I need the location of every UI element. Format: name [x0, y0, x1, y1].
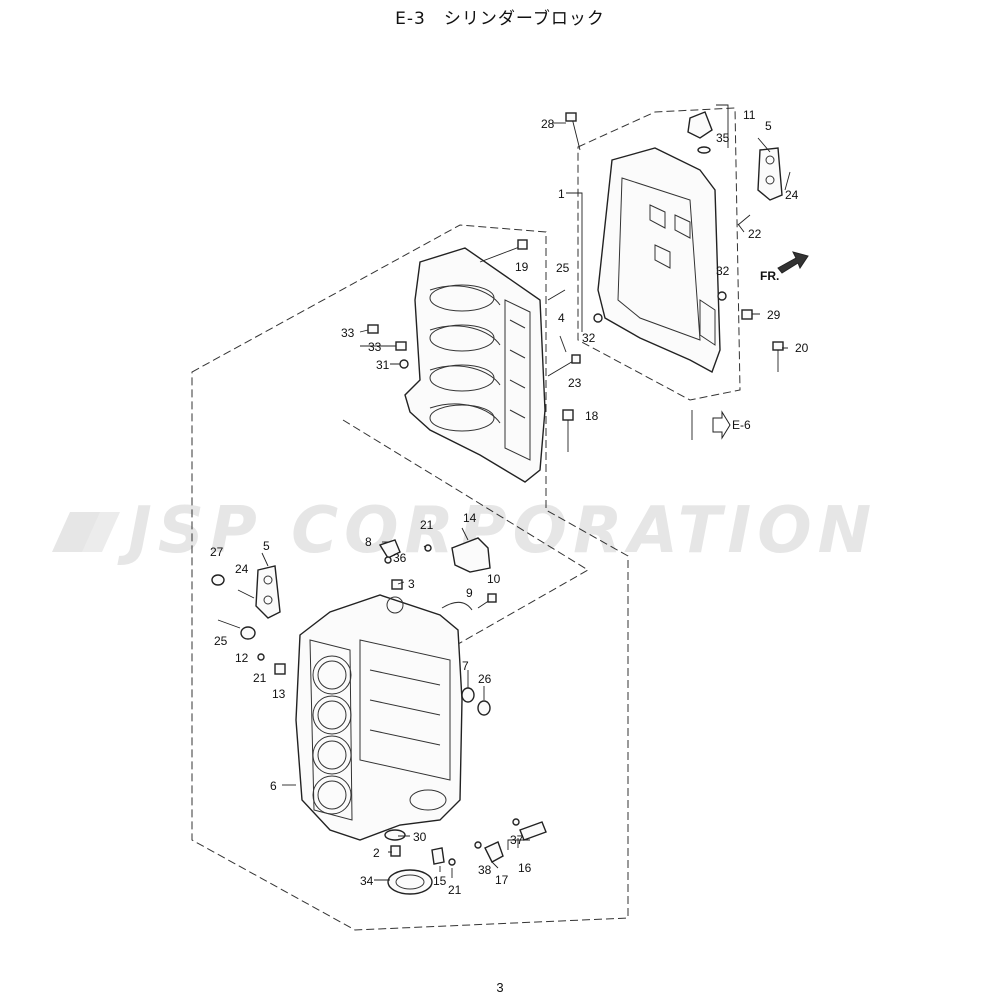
callout-25-upper: 25	[556, 261, 570, 275]
callout-3: 3	[408, 577, 415, 591]
callout-24-lower: 24	[235, 562, 249, 576]
front-direction-indicator: FR.	[760, 251, 809, 283]
callout-12: 12	[235, 651, 249, 665]
callout-33-upper: 33	[341, 326, 355, 340]
callout-14: 14	[463, 511, 477, 525]
page-title: E-3 シリンダーブロック	[395, 9, 605, 29]
small-parts	[211, 111, 791, 895]
callout-labels: 1 2 3 4 5 5 6 7 8 9 10 11 12 13 14 15 16…	[210, 108, 809, 897]
front-direction-label: FR.	[760, 269, 779, 283]
callout-27: 27	[210, 545, 224, 559]
callout-7: 7	[462, 659, 469, 673]
callout-5-upper: 5	[765, 119, 772, 133]
callout-32-right: 32	[716, 264, 730, 278]
crankcase-upper	[404, 247, 546, 483]
callout-1: 1	[558, 187, 565, 201]
watermark: JSP CORPORATION	[52, 494, 877, 568]
callout-26: 26	[478, 672, 492, 686]
callout-16: 16	[518, 861, 532, 875]
callout-35: 35	[716, 131, 730, 145]
page-number: 3	[496, 980, 504, 995]
callout-20: 20	[795, 341, 809, 355]
callout-13: 13	[272, 687, 286, 701]
callout-15: 15	[433, 874, 447, 888]
watermark-text: JSP CORPORATION	[117, 494, 877, 568]
callout-9: 9	[466, 586, 473, 600]
callout-36: 36	[393, 551, 407, 565]
callout-33-lower: 33	[368, 340, 382, 354]
callout-8: 8	[365, 535, 372, 549]
callout-10: 10	[487, 572, 501, 586]
callout-4: 4	[558, 311, 565, 325]
leader-lines	[261, 104, 788, 881]
callout-21-bottom: 21	[448, 883, 462, 897]
callout-11: 11	[743, 108, 756, 122]
callout-18: 18	[585, 409, 599, 423]
callout-17: 17	[495, 873, 509, 887]
callout-19: 19	[515, 260, 529, 274]
reference-label: E-6	[732, 418, 751, 432]
callout-32-left: 32	[582, 331, 596, 345]
crankcase-cover	[597, 147, 721, 374]
callout-37: 37	[510, 833, 524, 847]
cylinder-block	[295, 594, 463, 841]
group-outlines	[191, 107, 741, 931]
callout-31: 31	[376, 358, 390, 372]
callout-21-left: 21	[253, 671, 267, 685]
callout-6: 6	[270, 779, 277, 793]
callout-24-upper: 24	[785, 188, 799, 202]
callout-28: 28	[541, 117, 555, 131]
callout-22: 22	[748, 227, 762, 241]
callout-38: 38	[478, 863, 492, 877]
callout-29: 29	[767, 308, 781, 322]
callout-5-lower: 5	[263, 539, 270, 553]
callout-23: 23	[568, 376, 582, 390]
reference-arrow: E-6	[691, 410, 751, 440]
callout-34: 34	[360, 874, 374, 888]
callout-21-upper: 21	[420, 518, 434, 532]
callout-25-lower: 25	[214, 634, 228, 648]
callout-30: 30	[413, 830, 427, 844]
callout-2: 2	[373, 846, 380, 860]
